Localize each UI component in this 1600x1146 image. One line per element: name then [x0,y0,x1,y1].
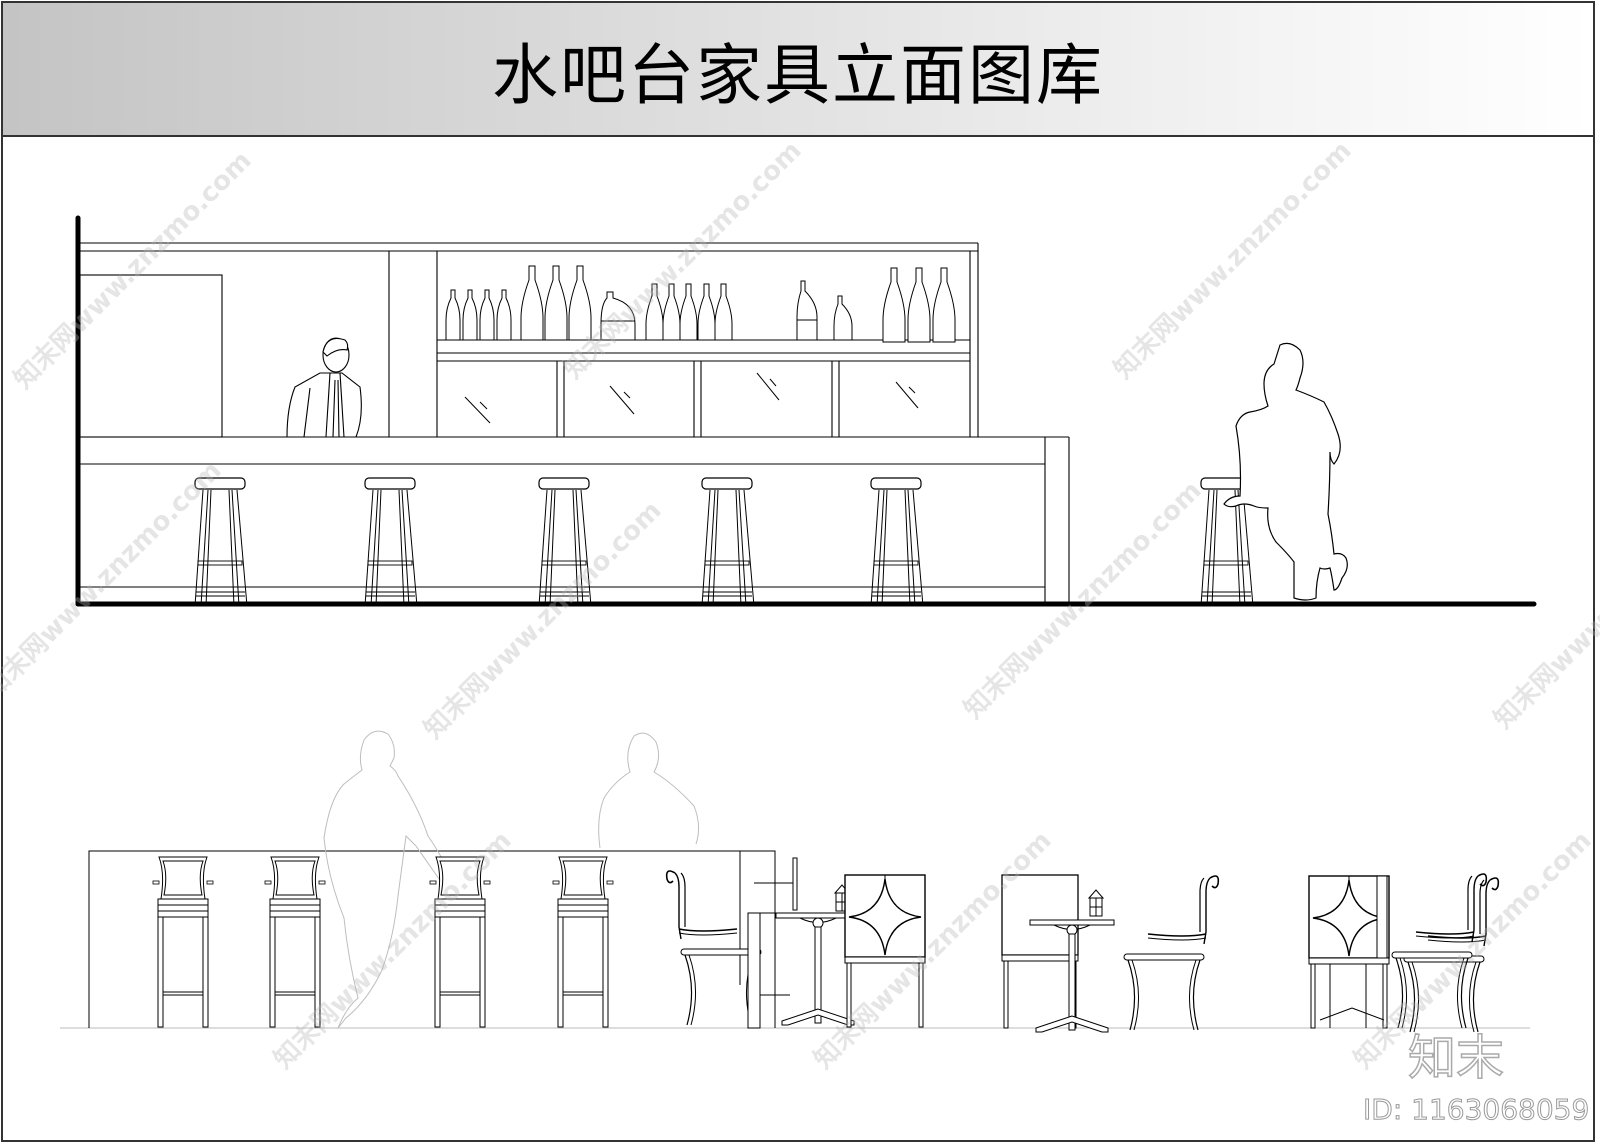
bar-furniture-elevation [60,730,1530,1033]
standing-customer-silhouette [1223,342,1348,601]
title-banner: 水吧台家具立面图库 [3,3,1593,137]
bar-counter [80,436,1070,604]
wine-bottle-shelf [445,265,956,343]
asset-id-label: ID: 1163068059 [1362,1093,1590,1127]
high-back-bar-chair [152,856,614,1028]
customer-silhouette [323,730,700,1029]
brand-logo: 知末 [1407,1029,1505,1087]
table-set-3 [1308,873,1500,1033]
page-title: 水吧台家具立面图库 [492,37,1104,114]
table-set-1 [665,857,926,1029]
bartender-figure [286,337,362,438]
glass-cabinet-doors [464,372,919,424]
bar-counter [88,850,776,1028]
table-set-2 [1001,874,1220,1033]
bar-counter-elevation [75,215,1537,607]
